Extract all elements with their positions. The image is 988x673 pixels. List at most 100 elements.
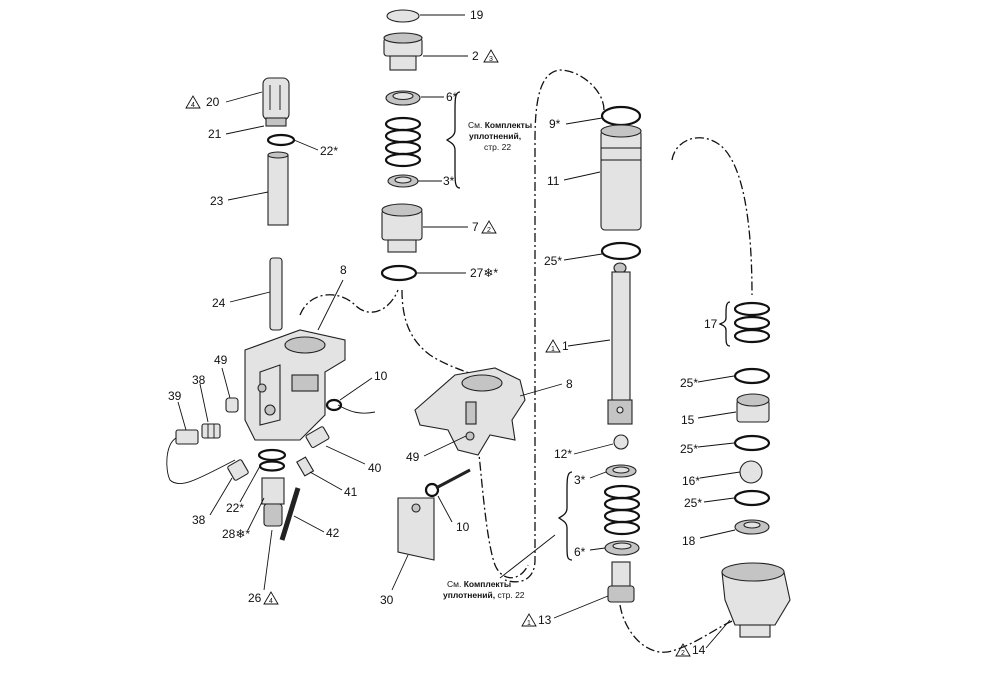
label-19: 19 (470, 8, 484, 22)
note-bottom-see: См. (447, 579, 461, 589)
label-15: 15 (681, 413, 695, 427)
label-30: 30 (380, 593, 394, 607)
part-25-oring-d (733, 489, 771, 507)
triangle-icon-13: 1 (521, 613, 537, 627)
packing-stack-bottom (603, 484, 641, 536)
label-22-top: 22* (320, 144, 338, 158)
svg-text:4: 4 (191, 102, 195, 109)
labels: 19 2 6* 3* 7 27❄* См. Комплекты уплотнен… (168, 8, 741, 657)
label-26: 26 (248, 591, 262, 605)
label-3-top: 3* (443, 174, 455, 188)
note-top-kits: Комплекты (485, 120, 532, 130)
label-42: 42 (326, 526, 340, 540)
note-bottom-page: стр. 22 (497, 590, 524, 600)
part-27-oring (380, 264, 418, 282)
note-bottom-kits: Комплекты (464, 579, 511, 589)
label-6-bottom: 6* (574, 545, 586, 559)
label-9: 9* (549, 117, 561, 131)
part-11-cylinder (600, 124, 642, 231)
part-24-rod (269, 257, 283, 331)
part-23-tube (267, 151, 289, 226)
part-1-rod (607, 262, 633, 425)
label-10-center: 10 (456, 520, 470, 534)
part-22-oring-lower (257, 448, 287, 462)
label-24: 24 (212, 296, 226, 310)
label-25-a: 25* (544, 254, 562, 268)
part-9-oring (600, 105, 642, 127)
label-8-center: 8 (566, 377, 573, 391)
triangle-icon-20: 4 (185, 95, 201, 109)
connection-lines (299, 69, 753, 653)
part-19-disc (386, 9, 420, 23)
svg-text:2: 2 (487, 227, 491, 234)
part-3-gland-top (387, 174, 419, 188)
dash-line-13-to-14 (619, 604, 736, 653)
part-38-fitting-upper (201, 423, 221, 439)
label-21: 21 (208, 127, 222, 141)
label-22-lower: 22* (226, 501, 244, 515)
triangle-icon-26: 4 (263, 591, 279, 605)
part-25-oring-b (733, 367, 771, 385)
label-2: 2 (472, 49, 479, 63)
part-30-plate (397, 497, 435, 561)
part-6-gland (385, 90, 421, 106)
part-18-seat (734, 519, 770, 535)
part-49-plug-left (225, 397, 239, 413)
svg-text:4: 4 (269, 598, 273, 605)
label-41: 41 (344, 485, 358, 499)
triangle-icon-14: 2 (675, 643, 691, 657)
label-25-c: 25* (680, 442, 698, 456)
part-3-gland-bottom (605, 464, 637, 478)
note-top-page: стр. 22 (484, 142, 511, 152)
part-16-ball (739, 460, 763, 484)
label-10-left: 10 (374, 369, 388, 383)
packing-stack-top (384, 116, 422, 168)
brace-17 (718, 301, 731, 347)
brace-top-kit (445, 91, 461, 189)
label-14: 14 (692, 643, 706, 657)
part-10-cord-left (325, 398, 376, 414)
part-8-housing (244, 329, 346, 441)
label-12: 12* (554, 447, 572, 461)
part-25-oring-a (600, 241, 642, 261)
part-14-housing (721, 562, 791, 638)
part-15-cage (736, 393, 770, 423)
dash-line-bracket-to-kit (477, 444, 529, 579)
part-22-oring-lower-2 (258, 460, 286, 472)
label-38-upper: 38 (192, 373, 206, 387)
svg-text:3: 3 (489, 56, 493, 63)
note-bottom-seals: уплотнений, (443, 590, 495, 600)
part-17-rings (733, 301, 771, 344)
dash-line-housing-to-27 (299, 289, 399, 316)
triangle-icon-2: 3 (483, 49, 499, 63)
dash-line-top-to-cylinder (504, 69, 605, 583)
triangle-icon-1: 1 (545, 339, 561, 353)
label-11: 11 (547, 174, 560, 188)
part-10-pin-center (424, 468, 471, 498)
label-7: 7 (472, 220, 479, 234)
label-17: 17 (704, 317, 718, 331)
label-3-bottom: 3* (574, 473, 586, 487)
label-20: 20 (206, 95, 220, 109)
dash-line-27-to-bracket (401, 289, 481, 379)
part-22-oring-top (266, 133, 296, 147)
note-top-seals: уплотнений, (469, 131, 521, 141)
label-16: 16* (682, 474, 700, 488)
label-25-d: 25* (684, 496, 702, 510)
note-top-see: См. (468, 120, 482, 130)
label-1: 1 (562, 339, 569, 353)
label-18: 18 (682, 534, 696, 548)
part-26-valve (261, 477, 285, 527)
label-38-lower: 38 (192, 513, 206, 527)
label-6-top: 6* (446, 90, 458, 104)
part-2-nut (383, 32, 423, 71)
svg-text:См. Комплекты: См. Комплекты (447, 579, 511, 589)
part-42-pin (279, 487, 301, 541)
label-49-left: 49 (214, 353, 228, 367)
part-12-ball (613, 434, 629, 450)
part-7-cup (381, 203, 423, 253)
dash-line-rod-to-17 (671, 137, 753, 296)
part-6-gland-bottom (604, 540, 640, 556)
label-39: 39 (168, 389, 182, 403)
